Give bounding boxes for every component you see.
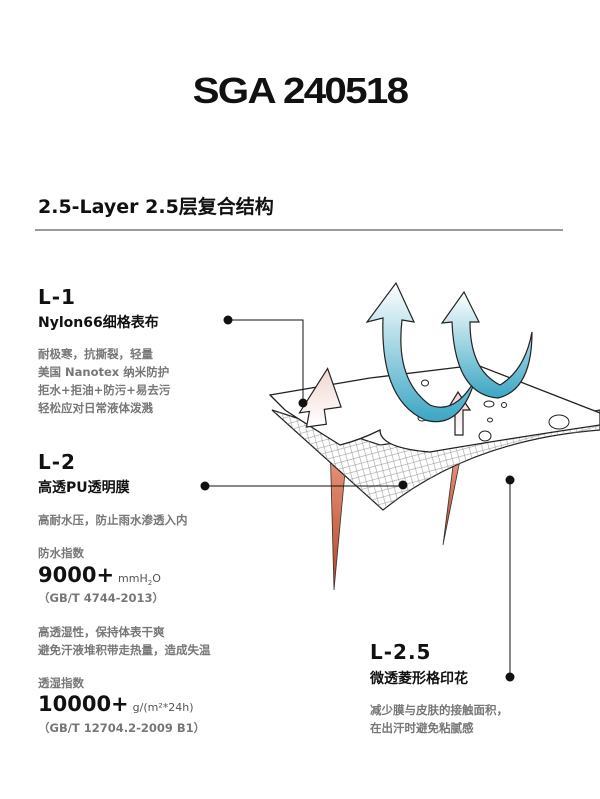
unit: g/(m²*24h): [132, 701, 194, 714]
layer-l2-id: L-2: [38, 450, 76, 474]
layer-l25-desc: 减少膜与皮肤的接触面积， 在出汗时避免粘腻感: [370, 701, 508, 737]
layer-l2-desc: 高耐水压，防止雨水渗透入内: [38, 513, 188, 527]
breathability-value: 10000+g/(m²*24h): [38, 692, 194, 716]
layer-l2-name: 高透PU透明膜: [38, 480, 130, 496]
desc-line: 高透湿性，保持体表干爽: [38, 625, 165, 639]
unit-sub: 2: [147, 579, 153, 588]
desc-line: 避免汗液堆积带走热量，造成失温: [38, 643, 211, 657]
layer-l1-name: Nylon66细格表布: [38, 315, 159, 331]
desc-line: 拒水+拒油+防污+易去污: [38, 383, 171, 397]
unit-part: mmH: [118, 572, 148, 585]
breathability-standard: （GB/T 12704.2-2009 B1）: [38, 721, 206, 735]
divider: [35, 229, 563, 231]
layer-l1-desc: 耐极寒，抗撕裂，轻量 美国 Nanotex 纳米防护 拒水+拒油+防污+易去污 …: [38, 345, 170, 417]
section-heading: 2.5-Layer 2.5层复合结构: [38, 196, 274, 218]
breath-desc: 高透湿性，保持体表干爽 避免汗液堆积带走热量，造成失温: [38, 623, 211, 659]
desc-line: 美国 Nanotex 纳米防护: [38, 365, 170, 379]
breathability-label: 透湿指数: [38, 676, 84, 690]
heat-arrow: [298, 367, 342, 428]
desc-line: 减少膜与皮肤的接触面积，: [370, 703, 508, 717]
waterproof-standard: （GB/T 4744-2013）: [38, 591, 165, 605]
value: 10000+: [38, 692, 129, 716]
desc-line: 耐极寒，抗撕裂，轻量: [38, 347, 153, 361]
layer-l1-id: L-1: [38, 285, 76, 309]
unit: mmH2O: [118, 572, 161, 588]
desc-line: 在出汗时避免粘腻感: [370, 721, 474, 735]
moisture-arrow: [440, 290, 533, 399]
desc-line: 轻松应对日常液体泼溅: [38, 401, 153, 415]
layer-l25-id: L-2.5: [370, 640, 432, 664]
page-title: SGA 240518: [192, 70, 410, 111]
value: 9000+: [38, 563, 115, 587]
waterproof-label: 防水指数: [38, 546, 84, 560]
unit-part: O: [152, 572, 161, 585]
layer-l25-name: 微透菱形格印花: [370, 671, 468, 687]
waterproof-value: 9000+mmH2O: [38, 563, 161, 587]
